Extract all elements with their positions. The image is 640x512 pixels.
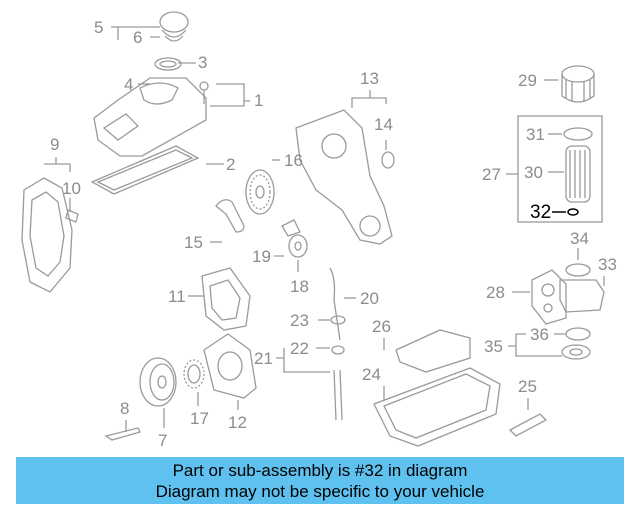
callout-14: 14 xyxy=(374,115,393,134)
callout-34: 34 xyxy=(570,229,589,248)
sealant[interactable]: 25 xyxy=(508,377,548,437)
callout-25: 25 xyxy=(518,377,537,396)
callout-18: 18 xyxy=(290,277,309,296)
callout-32: 32 xyxy=(530,202,551,223)
valve-cover-gasket[interactable]: 2 xyxy=(90,145,235,195)
callout-2: 2 xyxy=(226,155,235,174)
callout-22: 22 xyxy=(290,339,309,358)
callout-30: 30 xyxy=(524,163,543,182)
callout-5: 5 xyxy=(94,18,103,37)
callout-15: 15 xyxy=(184,233,203,252)
callout-9: 9 xyxy=(50,135,59,154)
oil-pan[interactable]: 24 xyxy=(362,365,501,447)
oil-pan-baffle[interactable]: 26 xyxy=(372,317,471,373)
dipstick-seal[interactable]: 21 22 xyxy=(254,339,345,421)
callout-23: 23 xyxy=(290,311,309,330)
callout-16: 16 xyxy=(284,151,303,170)
camshaft-sprocket[interactable]: 16 xyxy=(245,151,303,215)
breather[interactable]: 4 xyxy=(124,75,150,94)
valve-cover[interactable]: 1 xyxy=(93,77,263,157)
callout-20: 20 xyxy=(360,289,379,308)
dipstick-tube[interactable]: 23 xyxy=(290,311,346,330)
timing-cover-lower[interactable]: 9 10 xyxy=(21,135,81,293)
callout-35: 35 xyxy=(484,337,503,356)
crankshaft-sprocket[interactable]: 17 xyxy=(183,359,209,428)
o-ring-32[interactable]: 32 xyxy=(530,202,579,223)
callout-31: 31 xyxy=(526,125,545,144)
callout-28: 28 xyxy=(486,283,505,302)
oil-cooler[interactable]: 28 xyxy=(486,269,567,325)
engine-cover-11[interactable]: 11 xyxy=(168,267,251,331)
idler-pulley[interactable]: 19 18 xyxy=(252,219,309,296)
crankshaft-bolt[interactable]: 8 xyxy=(104,399,141,441)
callout-26: 26 xyxy=(372,317,391,336)
cooler-seal-kit[interactable]: 35 xyxy=(484,333,591,360)
oil-filter-cap[interactable]: 29 xyxy=(518,65,595,103)
callout-24: 24 xyxy=(362,365,381,384)
callout-7: 7 xyxy=(158,431,167,450)
callout-21: 21 xyxy=(254,349,273,368)
banner-line-2: Diagram may not be specific to your vehi… xyxy=(155,482,485,501)
parts-diagram: 5 6 3 4 1 2 9 10 xyxy=(21,11,617,450)
callout-17: 17 xyxy=(190,409,209,428)
callout-36: 36 xyxy=(530,325,549,344)
engine-cover-12[interactable]: 12 xyxy=(203,333,257,432)
gasket-36[interactable]: 36 xyxy=(530,325,591,344)
crankshaft-pulley[interactable]: 7 xyxy=(139,357,177,450)
callout-33: 33 xyxy=(598,255,617,274)
oil-filler-cap[interactable]: 5 6 xyxy=(94,11,189,47)
callout-19: 19 xyxy=(252,247,271,266)
oil-filter-housing[interactable]: 33 xyxy=(559,255,617,313)
housing-seal[interactable]: 34 xyxy=(565,229,591,277)
callout-6: 6 xyxy=(133,28,142,47)
callout-29: 29 xyxy=(518,71,537,90)
callout-11: 11 xyxy=(168,287,186,306)
timing-cover-upper[interactable]: 13 14 xyxy=(295,69,395,245)
banner-line-1: Part or sub-assembly is #32 in diagram xyxy=(172,461,468,480)
callout-10: 10 xyxy=(62,179,81,198)
dipstick[interactable]: 20 xyxy=(329,267,379,341)
callout-13: 13 xyxy=(360,69,379,88)
callout-27: 27 xyxy=(482,165,501,184)
info-banner: Part or sub-assembly is #32 in diagram D… xyxy=(16,457,624,504)
oil-filter-kit[interactable]: 27 31 30 xyxy=(482,115,603,223)
callout-12: 12 xyxy=(228,413,247,432)
callout-1: 1 xyxy=(254,91,263,110)
tensioner[interactable]: 15 xyxy=(184,199,245,252)
callout-3: 3 xyxy=(198,53,207,72)
callout-4: 4 xyxy=(124,75,133,94)
callout-8: 8 xyxy=(120,399,129,418)
seal[interactable]: 3 xyxy=(154,53,207,72)
